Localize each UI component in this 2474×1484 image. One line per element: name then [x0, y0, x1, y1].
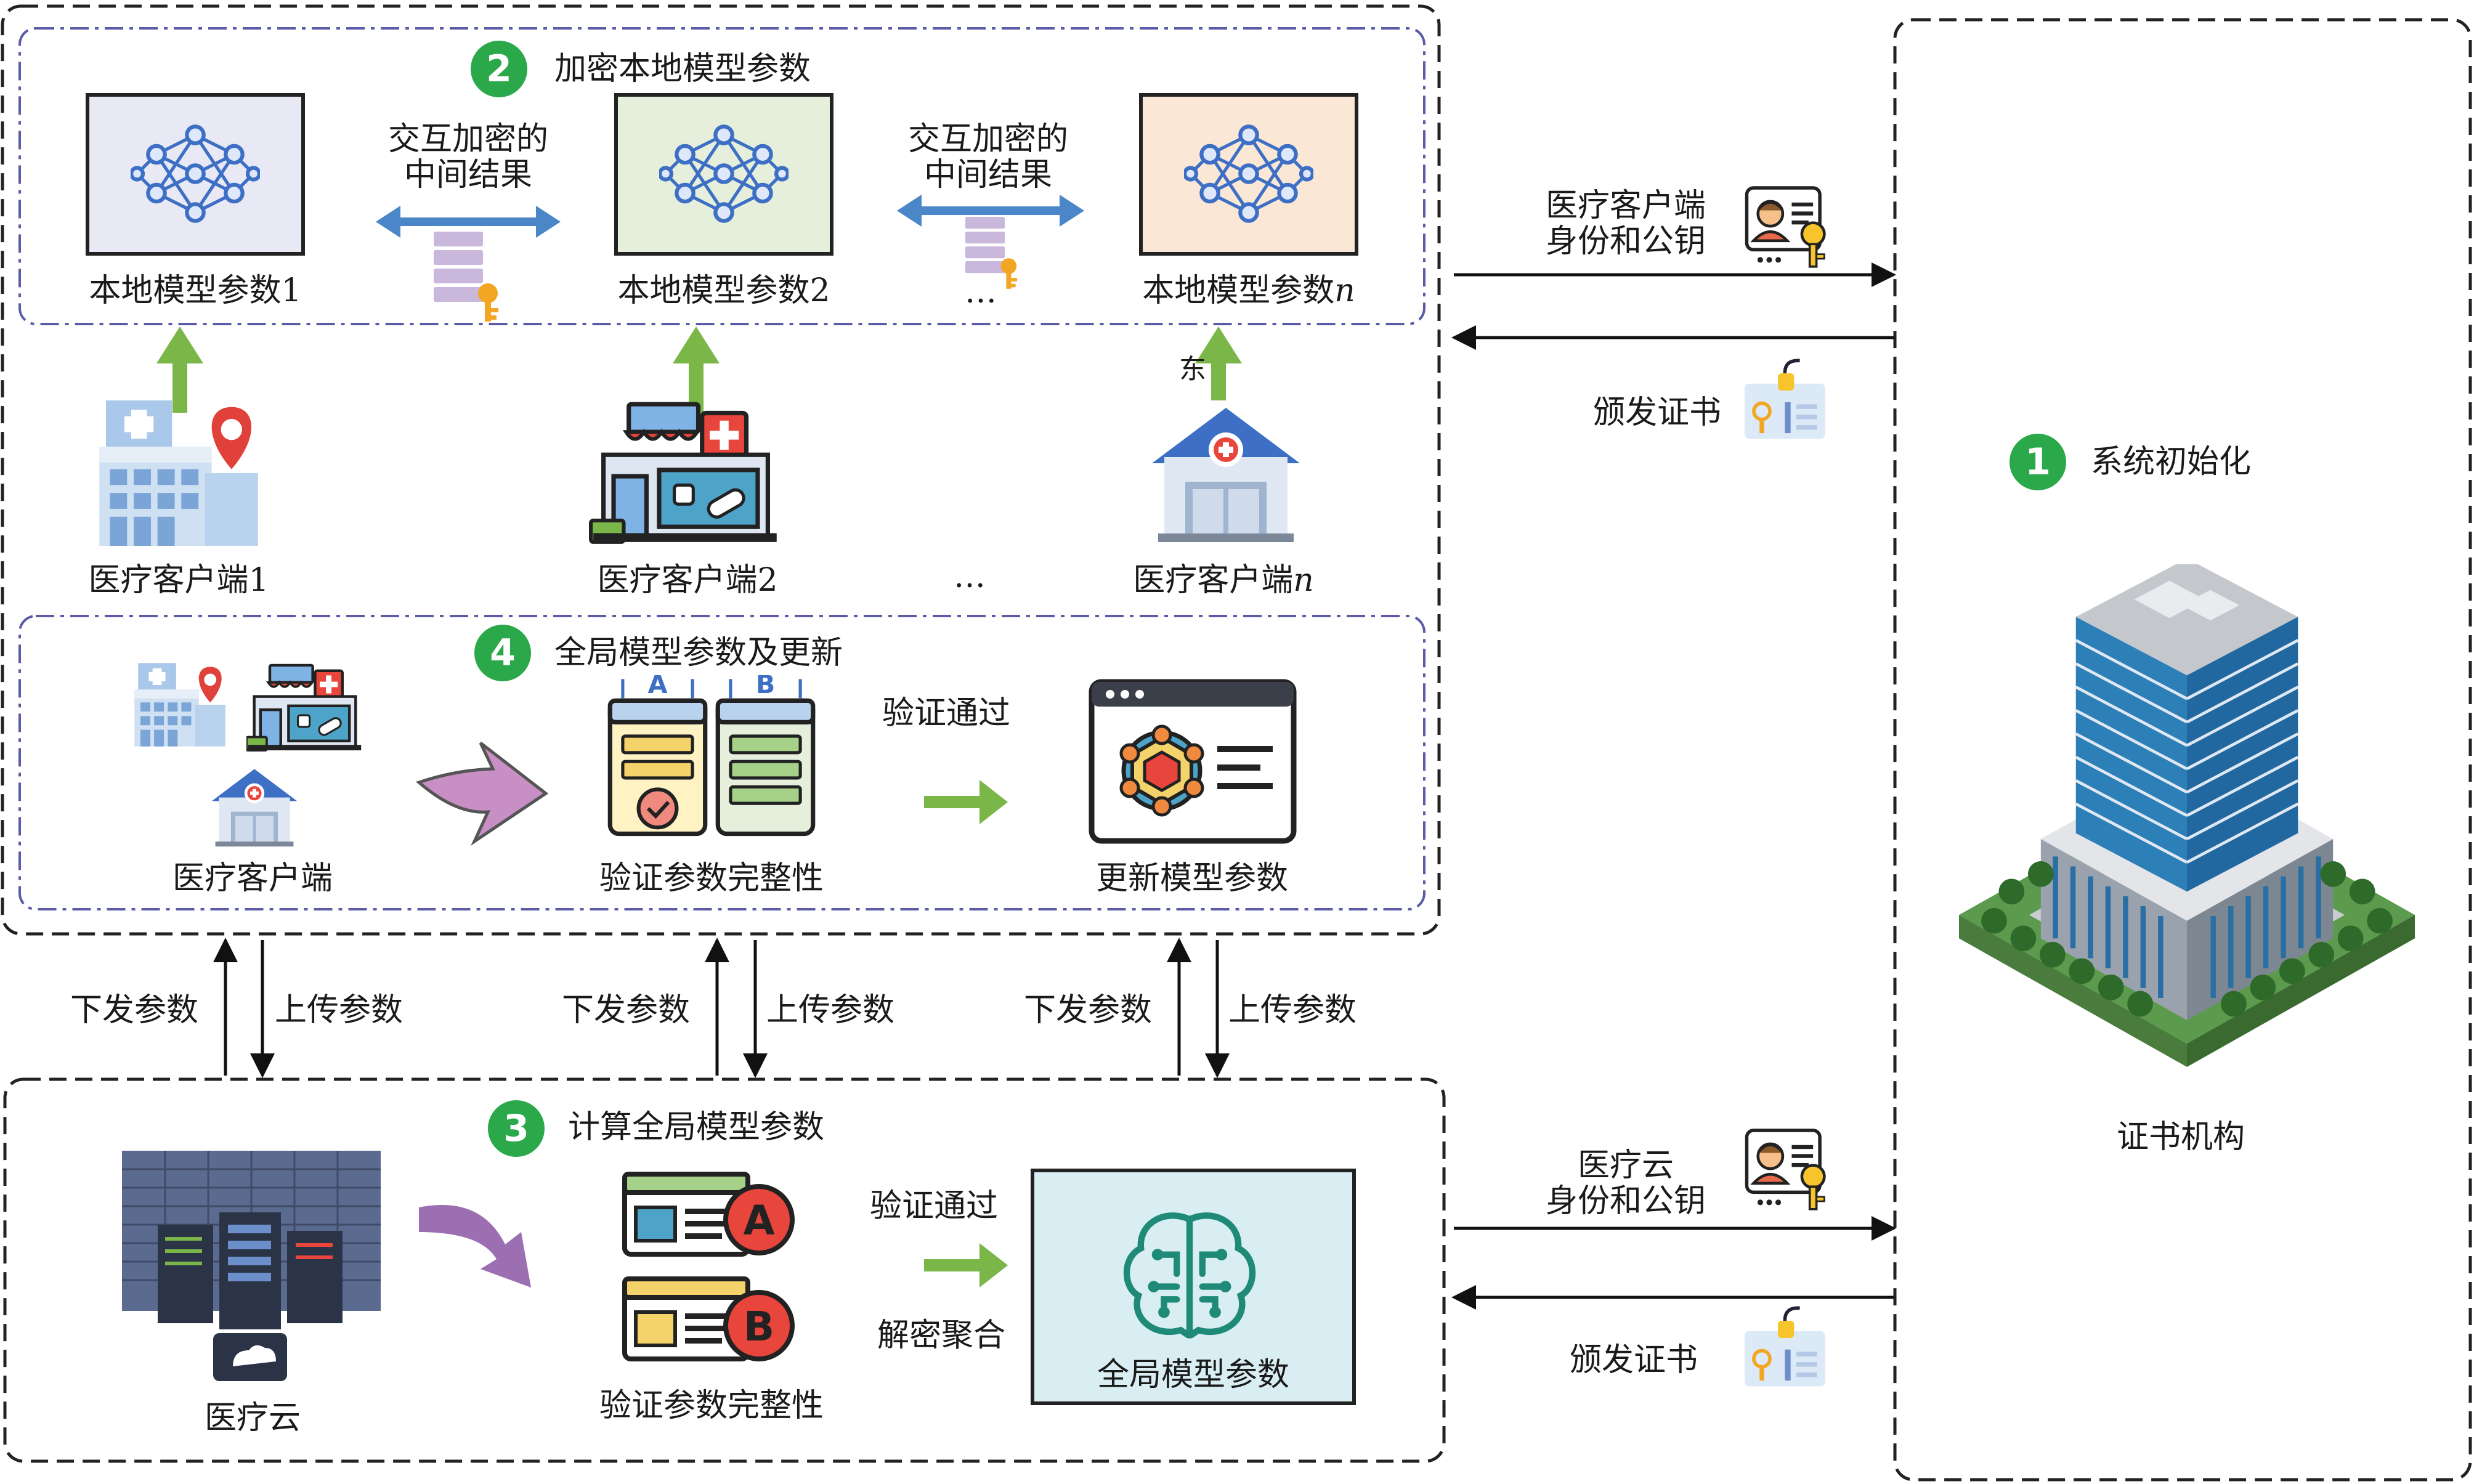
hospital-icon [134, 663, 225, 747]
local-model-label-2: 本地模型参数2 [617, 272, 830, 309]
client-side-box [1, 4, 1441, 936]
transfer-arrows-2 [705, 938, 768, 1078]
cloud-identity-line2: 身份和公钥 [1545, 1183, 1706, 1220]
verify-arrow-step3 [924, 1243, 1008, 1287]
step3-verify-pass: 验证通过 [870, 1188, 999, 1225]
upload-arrow-1 [156, 326, 203, 413]
transfer-arrows-1 [213, 938, 275, 1078]
download-label-1: 下发参数 [70, 992, 199, 1029]
update-model-icon [1092, 682, 1294, 841]
exchange-label-2a: 交互加密的 [907, 121, 1068, 158]
global-model-label: 全局模型参数 [1097, 1356, 1289, 1393]
office-tower-icon [1959, 559, 2415, 1067]
step4-verify-pass: 验证通过 [882, 695, 1011, 732]
local-model-label-n: 本地模型参数n [1142, 272, 1355, 309]
cloud-label: 医疗云 [204, 1400, 301, 1437]
model-ellipsis: … [965, 274, 997, 310]
step1-badge: 1 [2010, 434, 2066, 490]
upload-arrow-n [1195, 326, 1242, 400]
exchange-label-1b: 中间结果 [404, 156, 532, 193]
id-card-icon [1746, 1130, 1824, 1209]
step3-verify-label: 验证参数完整性 [599, 1387, 824, 1424]
step4-box [18, 615, 1426, 910]
download-label-2: 下发参数 [562, 992, 691, 1029]
clinic-icon [591, 404, 777, 542]
step4-update-label: 更新模型参数 [1095, 860, 1288, 897]
step4-clients-label: 医疗客户端 [172, 860, 333, 897]
clinic-icon [246, 665, 361, 750]
global-model-panel [1031, 1169, 1356, 1405]
client-label-2: 医疗客户端2 [597, 562, 778, 599]
certificate-icon [1745, 360, 1825, 439]
validation-icon [610, 670, 813, 834]
client-identity-line2: 身份和公钥 [1545, 223, 1706, 260]
medical-building-icon [1152, 408, 1300, 542]
medical-building-icon [211, 769, 298, 847]
client-ellipsis: … [954, 558, 986, 595]
hospital-icon [99, 400, 258, 546]
step2-badge: 2 [471, 41, 527, 97]
decrypt-aggregate-label: 解密聚合 [877, 1317, 1006, 1354]
client-identity-line1: 医疗客户端 [1545, 187, 1706, 224]
exchange-label-1a: 交互加密的 [387, 121, 548, 158]
certificate-icon [1745, 1308, 1825, 1386]
step4-title: 全局模型参数及更新 [554, 635, 843, 671]
authority-name: 证书机构 [2116, 1119, 2245, 1156]
upload-arrow-2 [673, 326, 720, 413]
exchange-arrow-2 [897, 195, 1084, 227]
issue-cert-label-1: 颁发证书 [1593, 394, 1722, 431]
upload-label-2: 上传参数 [766, 992, 895, 1029]
step2-box [18, 27, 1426, 325]
step3-badge: 3 [488, 1100, 545, 1157]
step1-title: 系统初始化 [2091, 444, 2252, 480]
cloud-identity-line1: 医疗云 [1577, 1147, 1674, 1184]
exchange-arrow-1 [376, 206, 561, 238]
cloud-side-box [3, 1077, 1446, 1463]
big-purple-arrow [416, 742, 549, 846]
key-icon [434, 232, 498, 322]
curved-purple-arrow [419, 1205, 531, 1287]
step2-title: 加密本地模型参数 [554, 51, 811, 87]
encrypted-params-icon [625, 1174, 792, 1359]
client-label-n: 医疗客户端n [1133, 562, 1314, 599]
stray-char: 东 [1179, 354, 1206, 385]
step4-badge: 4 [474, 625, 531, 681]
download-label-3: 下发参数 [1024, 992, 1153, 1029]
upload-label-1: 上传参数 [275, 992, 404, 1029]
server-cloud-icon [122, 1151, 381, 1382]
authority-box [1893, 18, 2472, 1482]
transfer-arrows-3 [1167, 938, 1230, 1078]
exchange-label-2b: 中间结果 [923, 156, 1052, 193]
local-model-label-1: 本地模型参数1 [89, 272, 302, 309]
verify-arrow-step4 [924, 780, 1008, 824]
step4-verify-label: 验证参数完整性 [599, 860, 824, 897]
client-label-1: 医疗客户端1 [88, 562, 269, 599]
issue-cert-label-2: 颁发证书 [1570, 1342, 1698, 1379]
id-card-icon [1746, 188, 1824, 267]
upload-label-3: 上传参数 [1228, 992, 1357, 1029]
step3-title: 计算全局模型参数 [568, 1109, 825, 1146]
